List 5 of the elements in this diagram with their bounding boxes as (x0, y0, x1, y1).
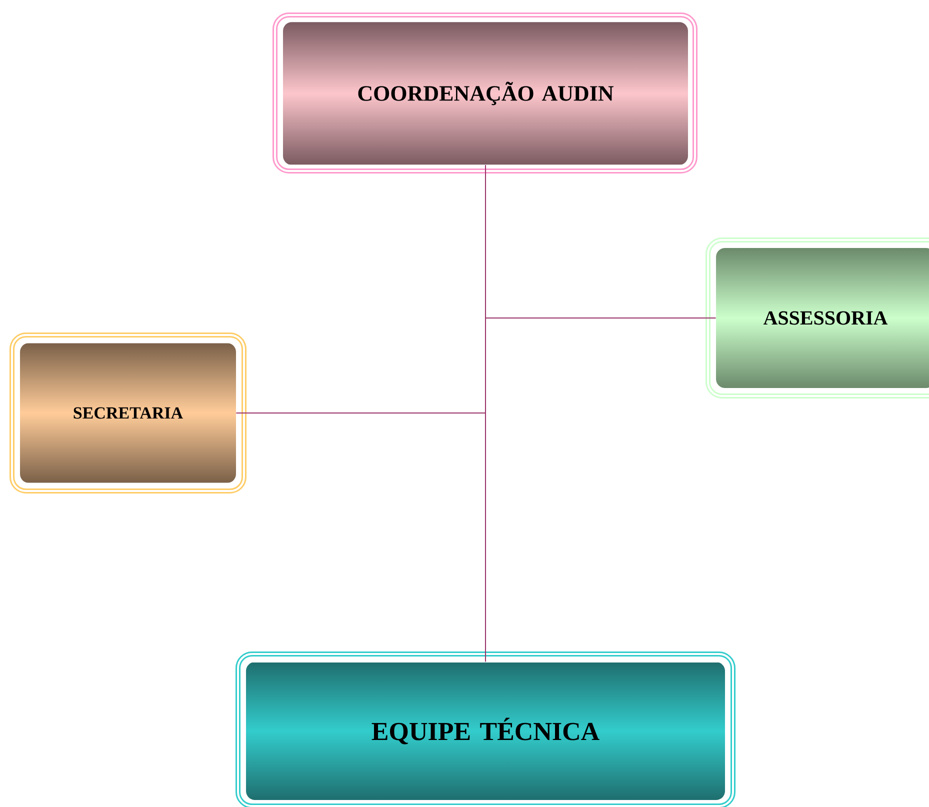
connector-line (485, 164, 486, 662)
org-box: EQUIPE TÉCNICA (236, 652, 736, 807)
org-box: SECRETARIA (10, 332, 246, 494)
org-box: COORDENAÇÃO AUDIN (272, 12, 698, 174)
org-box: ASSESSORIA (706, 238, 929, 398)
